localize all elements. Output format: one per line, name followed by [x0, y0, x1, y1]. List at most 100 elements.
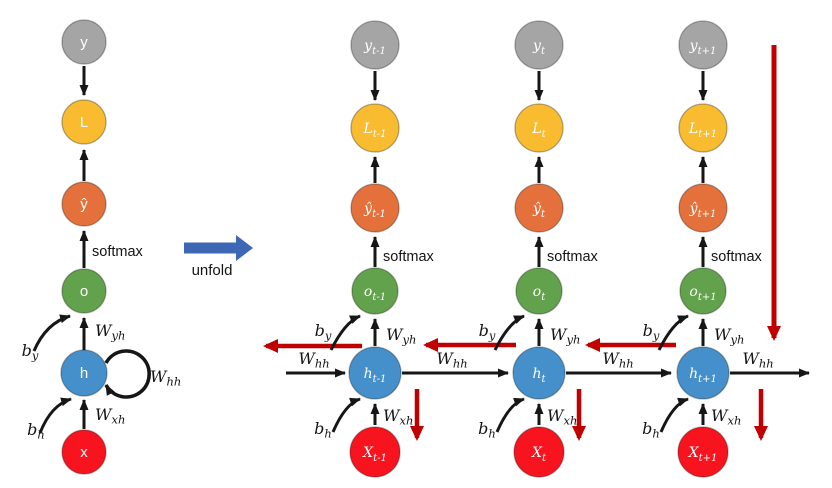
label-sub: hh	[759, 357, 774, 371]
label-sub: hh	[619, 357, 634, 371]
label-base: W	[742, 349, 760, 368]
arrow-bias-y	[657, 314, 689, 351]
node-o	[679, 267, 727, 315]
label-base: W	[95, 321, 113, 340]
label-sub: xh	[111, 413, 125, 427]
node-yhat-label: ŷt+1	[689, 200, 717, 220]
node-x-label: Xt-1	[362, 445, 387, 464]
node-o	[515, 267, 563, 315]
label-base: b	[643, 321, 653, 340]
node-y-label: y	[80, 34, 88, 51]
label-sub: hh	[315, 357, 330, 371]
node-y	[678, 20, 728, 70]
label-sub: t	[541, 209, 546, 220]
node-yhat-label: ŷt-1	[363, 200, 386, 220]
label-sub: t+1	[698, 374, 717, 385]
label-sub: t-1	[373, 374, 387, 385]
node-x	[513, 426, 565, 478]
label-base: X	[531, 445, 543, 461]
node-loss	[514, 103, 564, 153]
label-sub: hh	[453, 357, 468, 371]
weight-w-xh-label: Wxh	[383, 406, 413, 428]
label-base: h	[532, 366, 541, 382]
arrow-bias-h	[659, 397, 689, 433]
node-h-label: ht-1	[364, 366, 387, 385]
node-loss	[678, 103, 728, 153]
node-y	[61, 19, 107, 65]
bias-b-y-label: by	[315, 321, 332, 343]
label-base: h	[689, 366, 698, 382]
label-base: X	[362, 445, 374, 461]
label-base: ŷ	[363, 200, 373, 217]
node-loss	[350, 103, 400, 153]
node-yhat	[61, 181, 107, 227]
label-base: y	[363, 38, 373, 54]
node-y-label: yt	[532, 38, 546, 57]
bias-b-y-label: by	[22, 341, 39, 363]
label-base: o	[364, 284, 372, 300]
label-base: W	[550, 325, 568, 344]
node-h	[348, 346, 402, 400]
node-h-label: h	[80, 365, 88, 382]
node-h	[512, 346, 566, 400]
label-base: o	[689, 284, 697, 300]
label-base: W	[383, 406, 401, 425]
arrow-bias-y	[329, 314, 361, 351]
column-t-plus-1: yt+1 Lt+1 ŷt+1 ot+1 ht+1 Xt+1 softmax Wy…	[642, 20, 763, 478]
node-yhat	[678, 183, 728, 233]
label-base: b	[22, 341, 32, 360]
arrow-bias-h	[38, 397, 72, 434]
node-loss	[61, 99, 107, 145]
node-h	[676, 346, 730, 400]
label-sub: t	[541, 46, 546, 57]
label-base: W	[386, 325, 404, 344]
label-sub: y	[488, 329, 496, 343]
label-sub: t+1	[698, 129, 717, 140]
node-x-label: Xt	[531, 445, 547, 464]
node-o-label: ot	[533, 284, 546, 303]
label-base: h	[364, 366, 373, 382]
node-h-label: ht	[532, 366, 546, 385]
bias-b-y-label: by	[643, 321, 660, 343]
node-x	[61, 429, 107, 475]
node-y	[350, 20, 400, 70]
node-o-label: o	[80, 283, 88, 300]
label-sub: t+1	[698, 46, 717, 57]
weight-w-xh-label: Wxh	[95, 405, 125, 427]
column-t: yt Lt ŷt ot ht Xt softmax Wyh Wxh by bh	[478, 20, 599, 478]
label-sub: t-1	[372, 209, 386, 220]
label-base: ŷ	[689, 200, 699, 217]
label-sub: t	[542, 374, 547, 385]
unfold-arrow	[184, 235, 253, 261]
label-sub: y	[31, 349, 39, 363]
label-base: L	[688, 121, 698, 137]
node-loss-label: Lt+1	[688, 121, 717, 140]
arrow-bias-h	[331, 397, 361, 433]
node-h-label: ht+1	[689, 366, 717, 385]
label-base: b	[315, 321, 325, 340]
chain-w-hh-label-2: Whh	[436, 349, 467, 371]
node-loss-label: Lt	[531, 121, 546, 140]
node-loss-label: Lt-1	[362, 121, 386, 140]
chain-w-hh-label-4: Whh	[742, 349, 773, 371]
node-yhat	[514, 183, 564, 233]
bias-b-h-label: bh	[642, 419, 660, 441]
label-base: b	[642, 419, 652, 438]
node-x-label: Xt+1	[688, 445, 718, 464]
label-base: W	[714, 325, 732, 344]
label-sub: t-1	[373, 129, 387, 140]
label-sub: h	[324, 427, 331, 441]
label-sub: t	[542, 129, 547, 140]
label-sub: h	[652, 427, 659, 441]
label-sub: xh	[727, 414, 741, 428]
node-yhat	[350, 183, 400, 233]
label-base: L	[531, 121, 541, 137]
node-x	[349, 426, 401, 478]
label-sub: t-1	[373, 453, 387, 464]
label-base: y	[689, 38, 699, 54]
weight-w-yh-label: Wyh	[550, 325, 580, 347]
softmax-label: softmax	[383, 249, 435, 265]
label-base: W	[711, 406, 729, 425]
